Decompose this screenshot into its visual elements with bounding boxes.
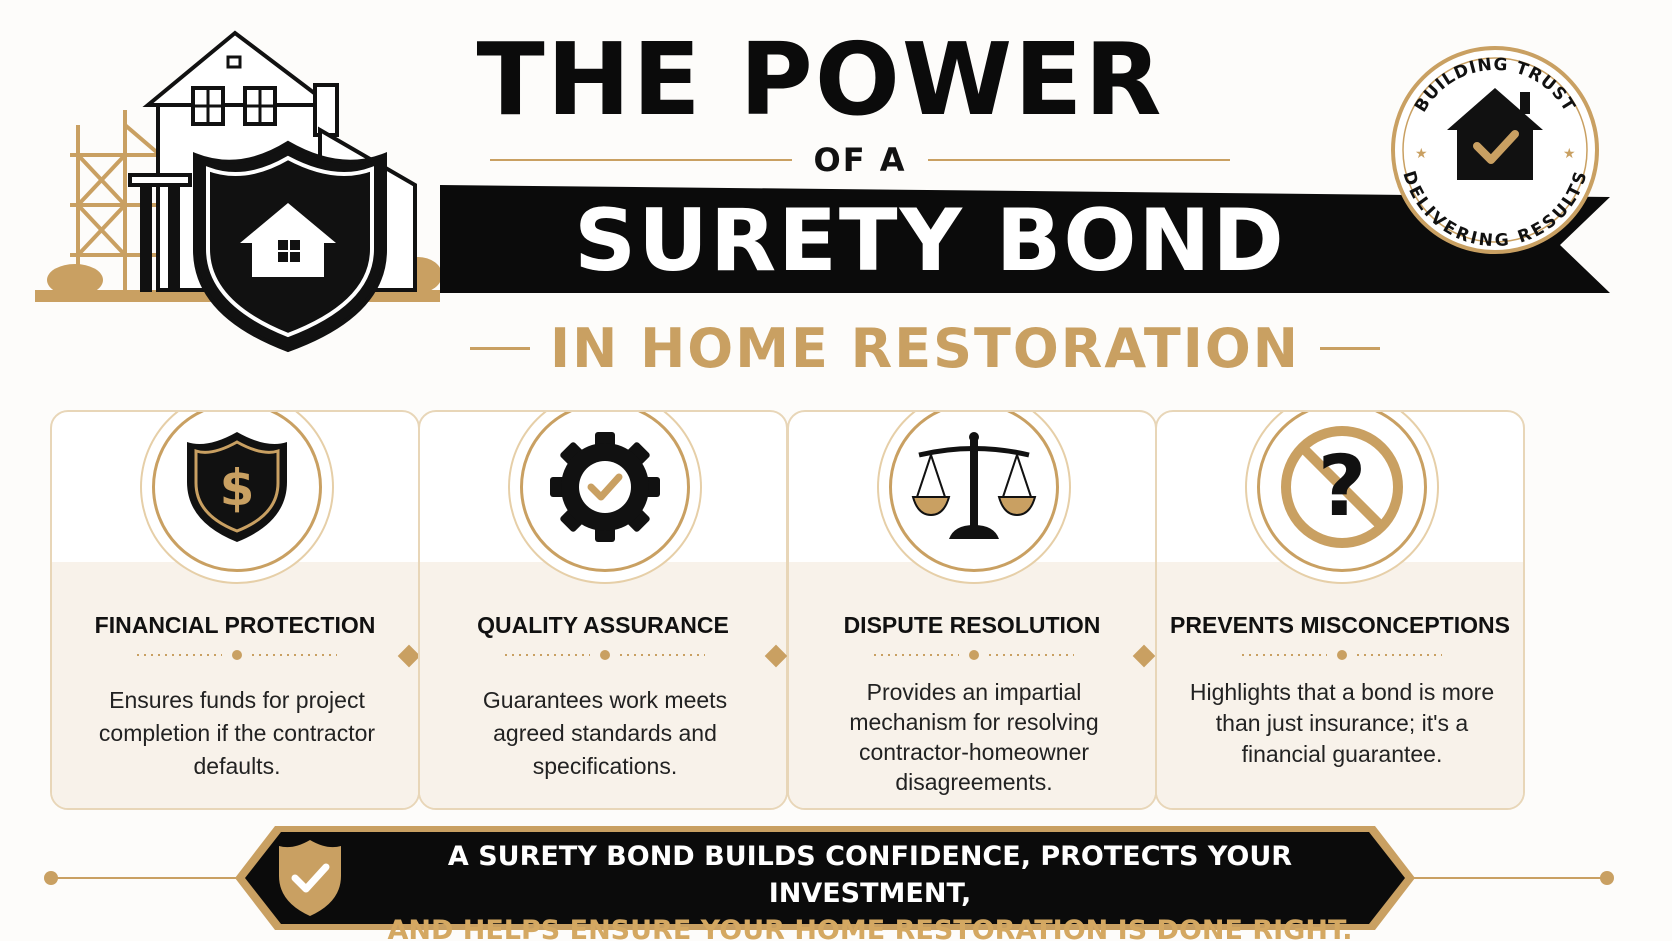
shield-dollar-icon: $ — [187, 432, 287, 542]
title-the-power: THE POWER — [476, 21, 1164, 138]
divider-line — [490, 159, 792, 161]
svg-text:★: ★ — [1415, 145, 1428, 161]
title-banner — [440, 185, 1610, 293]
svg-text:★: ★ — [1563, 145, 1576, 161]
title-of-a-row: OF A — [490, 140, 1230, 180]
card-quality-assurance: QUALITY ASSURANCE Guarantees work meets … — [418, 410, 788, 810]
subtitle-home-restoration: IN HOME RESTORATION — [550, 316, 1300, 380]
subtitle-row: IN HOME RESTORATION — [460, 316, 1390, 380]
svg-text:?: ? — [1318, 437, 1367, 535]
card-financial-protection: $ FINANCIAL PROTECTION Ensures funds for… — [50, 410, 420, 810]
bottom-message: A SURETY BOND BUILDS CONFIDENCE, PROTECT… — [360, 838, 1380, 941]
card-dispute-resolution: DISPUTE RESOLUTION Provides an impartial… — [787, 410, 1157, 810]
house-check-icon — [1447, 88, 1543, 180]
card-dots — [1242, 650, 1442, 660]
card-title: QUALITY ASSURANCE — [477, 612, 729, 638]
card-description: Provides an impartial mechanism for reso… — [849, 679, 1099, 795]
icon-ring: ? — [1257, 412, 1427, 572]
bottom-message-line2: AND HELPS ENSURE YOUR HOME RESTORATION I… — [387, 915, 1353, 941]
divider-line — [928, 159, 1230, 161]
card-title: FINANCIAL PROTECTION — [94, 612, 376, 638]
bottom-divider-dot — [44, 871, 58, 885]
card-dots — [874, 650, 1074, 660]
title-surety-bond: SURETY BOND — [574, 191, 1286, 291]
bottom-divider-dot — [1600, 871, 1614, 885]
no-question-icon: ? — [1281, 426, 1403, 548]
icon-ring: $ — [152, 412, 322, 572]
building-trust-seal: BUILDING TRUST DELIVERING RESULTS ★ ★ — [1391, 46, 1599, 254]
svg-text:$: $ — [220, 459, 255, 517]
icon-ring — [520, 412, 690, 572]
gear-check-icon — [550, 432, 660, 542]
subtitle-dash — [1319, 346, 1380, 350]
bottom-message-line1: A SURETY BOND BUILDS CONFIDENCE, PROTECT… — [447, 841, 1293, 909]
title-of-a: OF A — [813, 141, 907, 179]
card-description: Guarantees work meets agreed standards a… — [482, 687, 728, 779]
bottom-banner — [235, 826, 1415, 930]
house-shield-illustration — [35, 30, 442, 353]
card-title: DISPUTE RESOLUTION — [843, 612, 1101, 638]
card-prevents-misconceptions: ? PREVENTS MISCONCEPTIONS Highlights tha… — [1155, 410, 1525, 810]
card-title: PREVENTS MISCONCEPTIONS — [1170, 612, 1510, 638]
shield-check-icon — [279, 840, 341, 916]
card-dots — [505, 650, 705, 660]
card-description: Ensures funds for project completion if … — [98, 687, 376, 779]
icon-ring — [889, 412, 1059, 572]
subtitle-dash — [470, 346, 531, 350]
card-dots — [137, 650, 337, 660]
card-description: Highlights that a bond is more than just… — [1189, 679, 1495, 767]
scales-icon — [911, 432, 1037, 539]
